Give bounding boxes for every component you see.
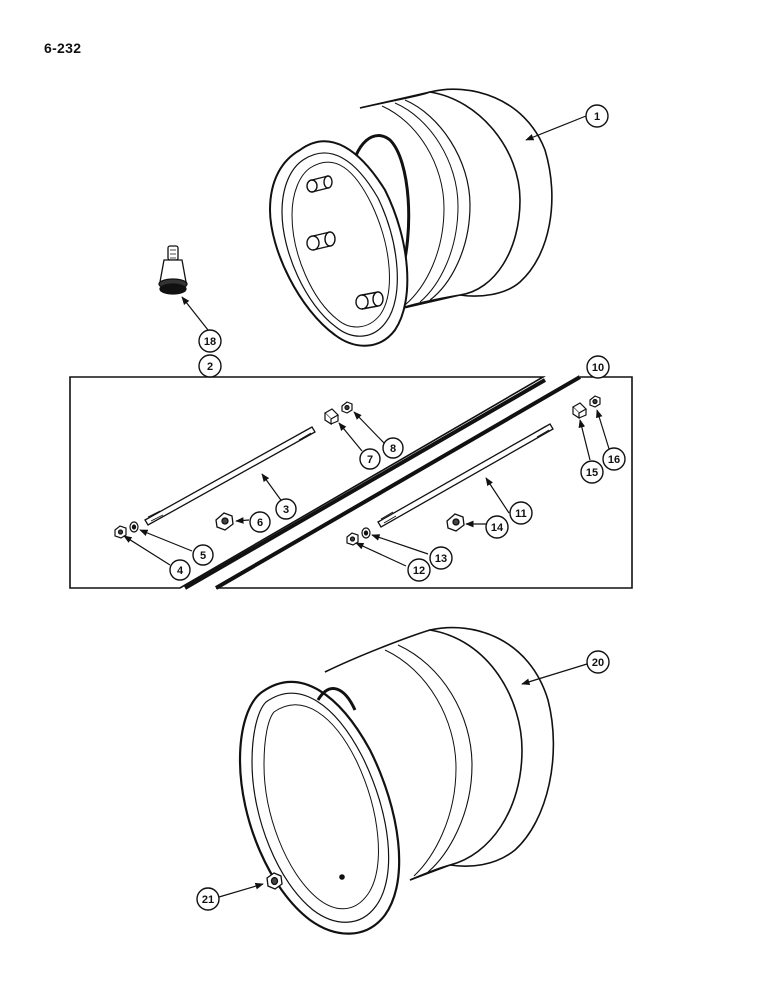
tie-rod-11 [377,423,554,528]
valve-stem [158,245,188,295]
svg-text:8: 8 [390,443,396,455]
svg-text:18: 18 [204,336,216,348]
nut-14 [446,513,465,532]
callout-4: 4 [169,559,191,581]
kit-panel-10 [183,376,633,590]
nut-21 [266,872,283,890]
svg-text:20: 20 [592,657,604,669]
svg-text:2: 2 [207,361,213,373]
nut-16 [589,395,601,408]
nut-12 [346,532,359,546]
svg-text:13: 13 [435,553,447,565]
nut-8 [341,401,353,414]
callout-8: 8 [382,437,404,459]
svg-text:14: 14 [491,522,504,534]
wheel-rim-upper [268,88,553,347]
square-nut-7 [324,408,339,426]
leader-lines [123,115,611,898]
callout-16: 16 [602,447,626,471]
callout-2: 2 [198,354,222,378]
callout-1: 1 [585,104,609,128]
washer-13 [361,527,371,539]
svg-text:5: 5 [200,550,206,562]
callout-13: 13 [429,546,453,570]
callout-20: 20 [586,650,610,674]
washer-5 [129,521,139,533]
square-nut-15 [572,402,587,420]
callout-5: 5 [192,544,214,566]
svg-text:4: 4 [177,565,184,577]
svg-text:10: 10 [592,362,604,374]
svg-text:16: 16 [608,454,620,466]
wheel-studs [306,175,384,310]
tie-rod-3 [144,426,316,526]
svg-text:6: 6 [257,517,263,529]
callout-12: 12 [407,558,431,582]
svg-text:11: 11 [515,508,527,520]
nut-4 [114,525,127,539]
svg-text:15: 15 [586,467,598,479]
svg-text:21: 21 [202,894,214,906]
callout-18: 18 [198,329,222,353]
page-number: 6-232 [44,40,82,56]
callout-6: 6 [249,511,271,533]
svg-text:7: 7 [367,454,373,466]
callout-7: 7 [359,448,381,470]
kit-panel-2 [69,375,582,590]
callout-14: 14 [485,515,509,539]
svg-text:12: 12 [413,565,425,577]
svg-text:3: 3 [283,504,289,516]
svg-text:1: 1 [594,111,600,123]
callout-21: 21 [196,887,220,911]
callout-11: 11 [509,501,533,525]
callout-10: 10 [586,355,610,379]
wheel-rim-lower [238,626,555,935]
callout-15: 15 [580,460,604,484]
callout-3: 3 [275,498,297,520]
nut-6 [215,512,234,531]
